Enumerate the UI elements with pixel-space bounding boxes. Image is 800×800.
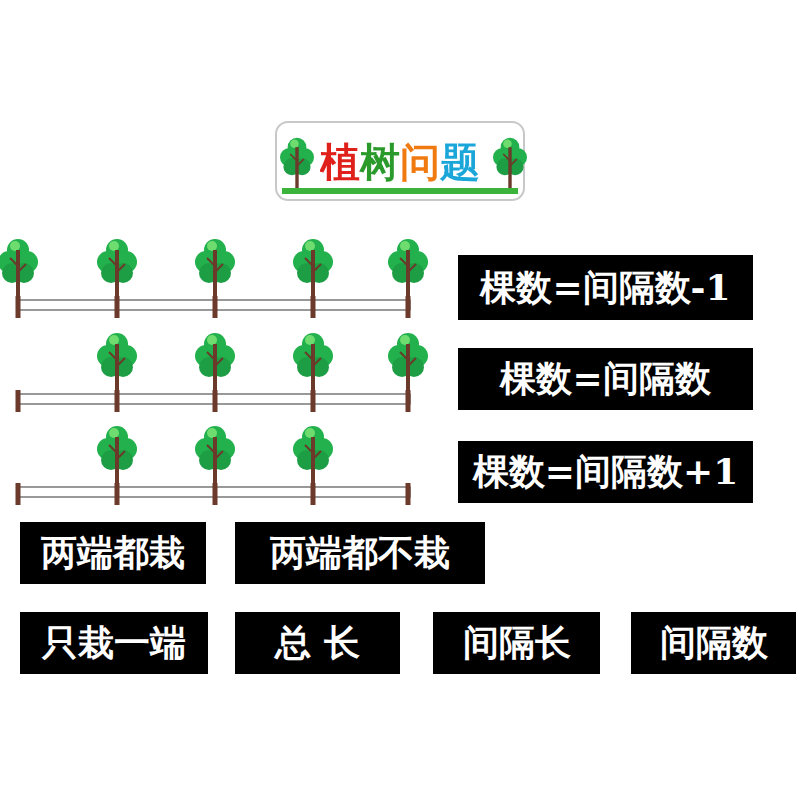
tree-highlight <box>109 335 119 345</box>
tree-trunk <box>295 147 298 188</box>
term-box: 间隔数 <box>631 612 796 674</box>
term-text: 棵数=间隔数 <box>500 359 710 399</box>
term-text: 总 长 <box>275 623 360 663</box>
tree-highlight <box>503 140 512 149</box>
tree-branch <box>290 154 304 166</box>
tree-branch <box>400 352 416 366</box>
title-banner <box>276 122 524 200</box>
rail <box>18 300 410 497</box>
tree-branch <box>400 258 416 272</box>
term-text: 间隔数 <box>660 623 768 663</box>
tree-branch <box>503 154 517 166</box>
tree-branch <box>109 258 125 272</box>
tree-branch <box>305 352 321 366</box>
tree-trunk <box>406 250 410 298</box>
post <box>16 296 21 318</box>
tree-highlight <box>400 241 410 251</box>
tree-trunk <box>16 250 20 298</box>
tree-highlight <box>305 428 315 438</box>
post <box>311 390 316 412</box>
tree-highlight <box>207 335 217 345</box>
term-text: 两端都栽 <box>41 533 185 573</box>
post <box>406 296 411 318</box>
term-box: 棵数=间隔数 <box>458 348 753 410</box>
tree-highlight <box>400 335 410 345</box>
diagram-title: 植树问题 <box>320 140 480 184</box>
term-text: 棵数=间隔数+1 <box>473 452 738 492</box>
post <box>16 390 21 412</box>
post <box>311 296 316 318</box>
post <box>406 390 411 412</box>
post <box>213 390 218 412</box>
tree-branch <box>207 258 223 272</box>
tree-highlight <box>305 241 315 251</box>
term-box: 间隔长 <box>433 612 600 674</box>
tree-trunk <box>311 250 315 298</box>
term-text: 只栽一端 <box>42 623 186 663</box>
post <box>213 483 218 505</box>
post <box>16 483 21 505</box>
tree-group <box>0 138 527 505</box>
tree-trunk <box>115 437 119 485</box>
tree-branch <box>207 445 223 459</box>
term-text: 棵数=间隔数-1 <box>480 268 730 308</box>
tree-branch <box>109 445 125 459</box>
tree-highlight <box>305 335 315 345</box>
tree-branch <box>10 258 26 272</box>
post <box>311 483 316 505</box>
tree-trunk <box>311 344 315 392</box>
term-box: 总 长 <box>235 612 400 674</box>
tree-trunk <box>115 250 119 298</box>
term-box: 棵数=间隔数-1 <box>458 255 753 320</box>
tree-trunk <box>213 344 217 392</box>
term-box: 两端都不栽 <box>235 522 485 584</box>
term-box: 只栽一端 <box>20 612 208 674</box>
term-text: 间隔长 <box>463 623 571 663</box>
tree-highlight <box>10 241 20 251</box>
post <box>213 296 218 318</box>
tree-branch <box>207 352 223 366</box>
tree-branch <box>305 258 321 272</box>
grass-bar <box>282 188 518 194</box>
tree-trunk <box>406 344 410 392</box>
tree-branch <box>305 445 321 459</box>
tree-trunk <box>115 344 119 392</box>
tree-highlight <box>207 241 217 251</box>
term-box: 两端都栽 <box>20 522 206 584</box>
tree-trunk <box>508 147 511 188</box>
tree-trunk <box>213 437 217 485</box>
post <box>115 390 120 412</box>
tree-branch <box>109 352 125 366</box>
tree-trunk <box>311 437 315 485</box>
post <box>115 483 120 505</box>
tree-highlight <box>109 428 119 438</box>
tree-highlight <box>109 241 119 251</box>
term-box: 棵数=间隔数+1 <box>458 441 753 503</box>
tree-highlight <box>207 428 217 438</box>
post <box>115 296 120 318</box>
post <box>406 483 411 505</box>
term-text: 两端都不栽 <box>270 533 450 573</box>
tree-highlight <box>290 140 299 149</box>
tree-trunk <box>213 250 217 298</box>
